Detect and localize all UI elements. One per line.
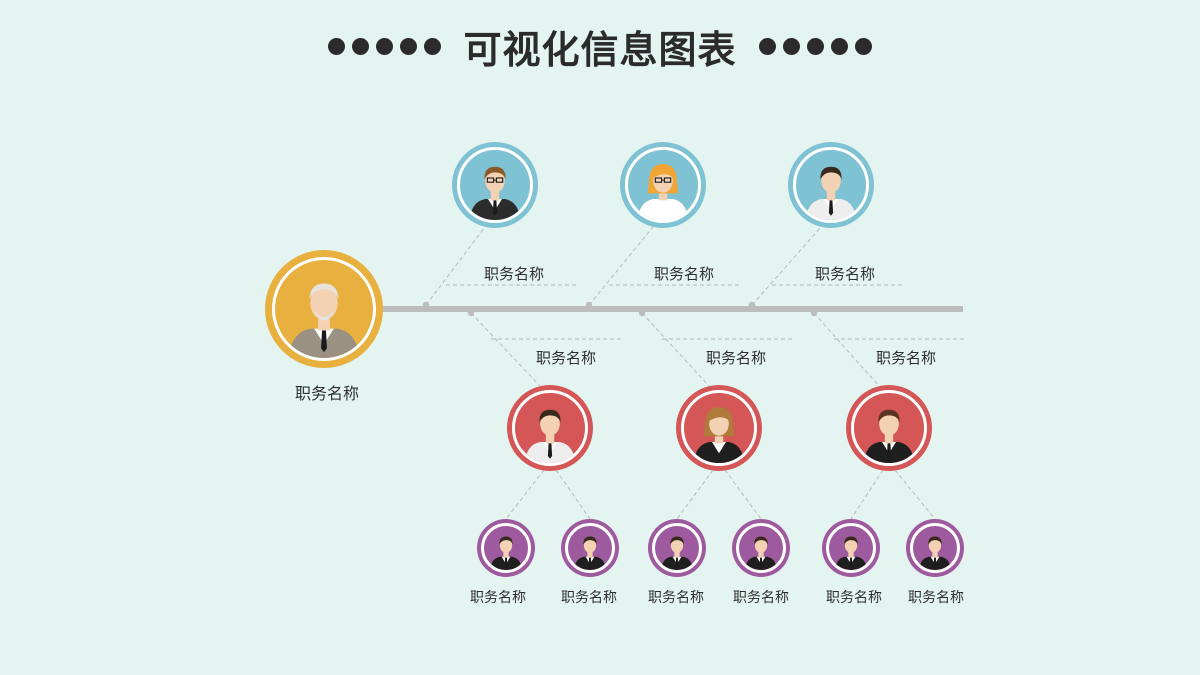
upper-node-1[interactable] xyxy=(452,142,538,228)
staff-avatar-icon xyxy=(919,536,951,570)
lower-avatar-frame xyxy=(681,390,757,466)
woman-avatar-icon xyxy=(693,407,745,463)
page-title: 可视化信息图表 xyxy=(463,27,737,72)
title-dots-right xyxy=(758,37,872,55)
man-tie-avatar-icon xyxy=(805,166,857,220)
upper-connector-line xyxy=(425,226,486,306)
leaf-node[interactable] xyxy=(648,519,706,577)
man-jacket-avatar-icon xyxy=(863,409,915,463)
root-label: 职务名称 xyxy=(294,384,360,403)
staff-avatar-icon xyxy=(745,536,777,570)
spine-joint xyxy=(422,301,430,309)
lower-connector-line xyxy=(813,312,880,387)
leaf-node[interactable] xyxy=(906,519,964,577)
man-tie-avatar-icon xyxy=(524,409,576,463)
upper-label-1: 职务名称 xyxy=(483,265,545,283)
title-bar: 可视化信息图表 xyxy=(0,18,1200,74)
upper-node-3[interactable] xyxy=(788,142,874,228)
decorative-dot xyxy=(782,37,800,55)
decorative-dot xyxy=(806,37,824,55)
leaf-node[interactable] xyxy=(561,519,619,577)
upper-connector-line xyxy=(751,226,822,306)
leaf-avatar-frame xyxy=(736,523,786,573)
leaf-connector-line xyxy=(894,469,936,520)
decorative-dot xyxy=(376,37,394,55)
leaf-label: 职务名称 xyxy=(733,590,789,606)
leaf-connector-line xyxy=(724,469,762,520)
staff-avatar-icon xyxy=(574,536,606,570)
lower-label-1: 职务名称 xyxy=(535,349,597,367)
spine-joint xyxy=(585,301,593,309)
leaf-node[interactable] xyxy=(477,519,535,577)
spine-joint xyxy=(638,309,646,317)
upper-node-2[interactable] xyxy=(620,142,706,228)
leaf-avatar-frame xyxy=(481,523,531,573)
upper-label-3: 职务名称 xyxy=(814,265,876,283)
lower-connector-line xyxy=(470,312,541,387)
leaf-node[interactable] xyxy=(732,519,790,577)
lower-node-2[interactable] xyxy=(676,385,762,471)
upper-avatar-frame xyxy=(625,147,701,223)
elder-man-avatar-icon xyxy=(288,283,360,358)
man-glasses-vest-avatar-icon xyxy=(469,166,521,220)
leaf-label: 职务名称 xyxy=(826,590,882,606)
leaf-connector-line xyxy=(555,469,591,520)
leaf-connector-line xyxy=(850,469,884,520)
staff-avatar-icon xyxy=(661,536,693,570)
decorative-dot xyxy=(830,37,848,55)
leaf-avatar-frame xyxy=(565,523,615,573)
decorative-dot xyxy=(758,37,776,55)
spine-joint xyxy=(748,301,756,309)
leaf-label: 职务名称 xyxy=(648,590,704,606)
leaf-avatar-frame xyxy=(910,523,960,573)
leaf-label: 职务名称 xyxy=(470,590,526,606)
title-dots-left xyxy=(328,37,442,55)
staff-avatar-icon xyxy=(490,536,522,570)
upper-avatar-frame xyxy=(457,147,533,223)
decorative-dot xyxy=(400,37,418,55)
leaf-avatar-frame xyxy=(652,523,702,573)
woman-glasses-avatar-icon xyxy=(637,164,689,220)
leaf-node[interactable] xyxy=(822,519,880,577)
upper-avatar-frame xyxy=(793,147,869,223)
leaf-connector-line xyxy=(676,469,714,520)
staff-avatar-icon xyxy=(835,536,867,570)
upper-label-2: 职务名称 xyxy=(653,265,715,283)
leaf-avatar-frame xyxy=(826,523,876,573)
lower-node-1[interactable] xyxy=(507,385,593,471)
lower-node-3[interactable] xyxy=(846,385,932,471)
root-avatar-frame xyxy=(272,257,376,361)
lower-label-3: 职务名称 xyxy=(875,349,937,367)
decorative-dot xyxy=(424,37,442,55)
spine-joint xyxy=(810,309,818,317)
decorative-dot xyxy=(352,37,370,55)
lower-label-2: 职务名称 xyxy=(705,349,767,367)
leaf-connector-line xyxy=(505,469,545,520)
upper-connector-line xyxy=(588,226,654,306)
root-node[interactable] xyxy=(265,250,383,368)
lower-avatar-frame xyxy=(512,390,588,466)
leaf-label: 职务名称 xyxy=(561,590,617,606)
spine-joint xyxy=(467,309,475,317)
decorative-dot xyxy=(854,37,872,55)
lower-connector-line xyxy=(641,312,710,387)
decorative-dot xyxy=(328,37,346,55)
lower-avatar-frame xyxy=(851,390,927,466)
leaf-label: 职务名称 xyxy=(908,590,964,606)
